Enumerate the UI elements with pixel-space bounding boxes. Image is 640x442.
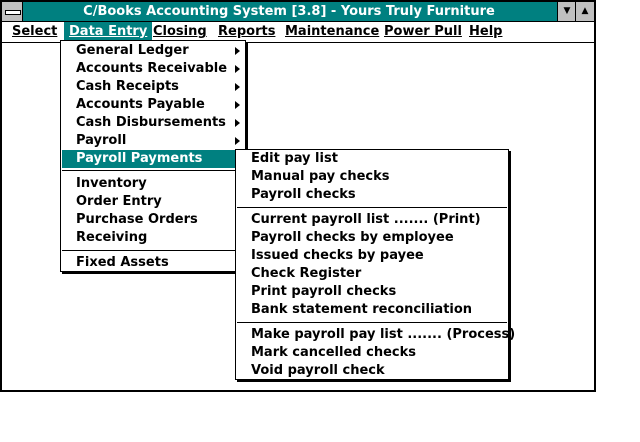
- submenu-item-print-payroll-checks[interactable]: Print payroll checks: [251, 284, 397, 299]
- menu-item-payroll[interactable]: Payroll: [62, 132, 244, 150]
- menu-separator: [62, 170, 244, 171]
- menu-item-accounts-payable[interactable]: Accounts Payable: [62, 96, 244, 114]
- menu-item-cash-disbursements[interactable]: Cash Disbursements: [62, 114, 244, 132]
- submenu-item-bank-statement-reconciliation[interactable]: Bank statement reconciliation: [251, 302, 473, 317]
- submenu-arrow-icon: [235, 119, 240, 127]
- submenu-item-current-payroll-list[interactable]: Current payroll list ....... (Print): [251, 212, 481, 227]
- maximize-icon: ▲: [581, 6, 589, 16]
- menu-item-general-ledger[interactable]: General Ledger: [62, 42, 244, 60]
- menu-item-purchase-orders[interactable]: Purchase Orders: [76, 212, 198, 227]
- window-title: C/Books Accounting System [3.8] - Yours …: [83, 4, 495, 19]
- menu-item-payroll-payments[interactable]: Payroll Payments: [62, 150, 244, 168]
- submenu-separator: [237, 207, 507, 208]
- menu-maintenance[interactable]: Maintenance: [285, 24, 380, 39]
- menu-data-entry[interactable]: Data Entry: [64, 22, 153, 42]
- menu-closing[interactable]: Closing: [153, 24, 207, 39]
- minimize-icon: ▼: [563, 6, 571, 16]
- submenu-arrow-icon: [235, 47, 240, 55]
- system-menu-button[interactable]: [2, 2, 23, 21]
- submenu-item-manual-pay-checks[interactable]: Manual pay checks: [251, 169, 390, 184]
- data-entry-dropdown: General Ledger Accounts Receivable Cash …: [60, 40, 246, 272]
- submenu-arrow-icon: [235, 101, 240, 109]
- submenu-arrow-icon: [235, 83, 240, 91]
- menu-select[interactable]: Select: [12, 24, 58, 39]
- menu-item-receiving[interactable]: Receiving: [76, 230, 148, 245]
- payroll-payments-submenu: Edit pay list Manual pay checks Payroll …: [235, 149, 516, 380]
- menu-item-order-entry[interactable]: Order Entry: [76, 194, 162, 209]
- submenu-item-mark-cancelled-checks[interactable]: Mark cancelled checks: [251, 345, 416, 360]
- menu-reports[interactable]: Reports: [218, 24, 276, 39]
- menu-bar: Select Data Entry Closing Reports Mainte…: [2, 22, 594, 43]
- submenu-arrow-icon: [235, 137, 240, 145]
- submenu-item-payroll-checks-by-employee[interactable]: Payroll checks by employee: [251, 230, 454, 245]
- menu-separator: [62, 250, 244, 251]
- submenu-arrow-icon: [235, 65, 240, 73]
- submenu-item-void-payroll-check[interactable]: Void payroll check: [251, 363, 385, 378]
- system-menu-icon: [5, 10, 21, 15]
- submenu-item-check-register[interactable]: Check Register: [251, 266, 362, 281]
- submenu-item-edit-pay-list[interactable]: Edit pay list: [251, 151, 338, 166]
- desktop-background: [0, 392, 640, 442]
- submenu-item-payroll-checks[interactable]: Payroll checks: [251, 187, 356, 202]
- submenu-item-issued-checks-by-payee[interactable]: Issued checks by payee: [251, 248, 424, 263]
- title-bar[interactable]: C/Books Accounting System [3.8] - Yours …: [2, 2, 594, 22]
- submenu-separator: [237, 322, 507, 323]
- menu-item-inventory[interactable]: Inventory: [76, 176, 147, 191]
- menu-help[interactable]: Help: [469, 24, 503, 39]
- maximize-button[interactable]: ▲: [575, 2, 594, 21]
- minimize-button[interactable]: ▼: [557, 2, 576, 21]
- menu-item-fixed-assets[interactable]: Fixed Assets: [76, 255, 169, 270]
- menu-item-accounts-receivable[interactable]: Accounts Receivable: [62, 60, 244, 78]
- menu-item-cash-receipts[interactable]: Cash Receipts: [62, 78, 244, 96]
- submenu-item-make-payroll-pay-list[interactable]: Make payroll pay list ....... (Process): [251, 327, 516, 342]
- menu-power-pull[interactable]: Power Pull: [384, 24, 462, 39]
